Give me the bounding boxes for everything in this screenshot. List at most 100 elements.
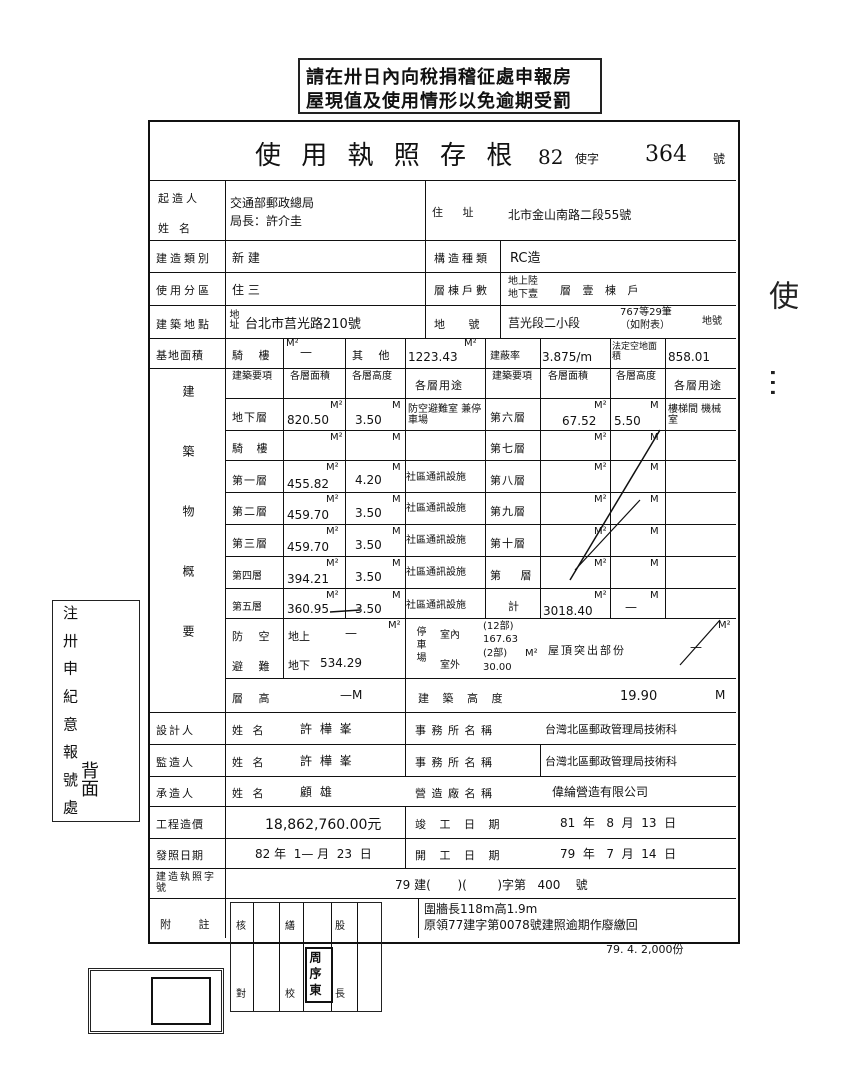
floor-name: 第八層	[490, 474, 526, 487]
site-sub-label: 地址	[227, 309, 238, 329]
builder-name-label: 姓 名	[232, 787, 267, 800]
row-line	[150, 240, 736, 241]
header-height-right: 各層高度	[616, 371, 656, 382]
other-label: 其 他	[352, 349, 396, 362]
parking-outdoor-units: (2部)	[483, 648, 508, 659]
floor-name: 第七層	[490, 442, 526, 455]
complete-label: 竣 工 日 期	[415, 818, 505, 831]
left-margin-stamp: 注 卅 申 紀 意 報 號 處 背面	[52, 600, 140, 822]
floors-label: 層棟戶數	[434, 284, 490, 297]
lot-suffix: 地號	[702, 316, 722, 327]
floor-name: 第二層	[232, 505, 268, 518]
row-line	[150, 272, 736, 273]
row-line	[150, 868, 736, 869]
unit-marker: M²	[594, 590, 607, 601]
unit-marker: M	[650, 462, 659, 473]
row-line	[225, 588, 736, 589]
owner-label: 起造人	[158, 192, 200, 205]
notes-label: 附 註	[160, 918, 222, 931]
col-line	[405, 806, 406, 868]
col-line	[418, 898, 419, 938]
floor-total-area: 3018.40	[543, 604, 593, 618]
header-item-right: 建築要項	[492, 371, 532, 382]
floor-height: 3.50	[355, 538, 382, 552]
designer-name: 許 樺 峯	[300, 722, 354, 736]
header-area-right: 各層面積	[548, 371, 588, 382]
header-use: 各層用途	[415, 379, 463, 392]
unit-marker: M	[392, 526, 401, 537]
back-label: 背面	[78, 761, 99, 797]
row-line	[225, 524, 736, 525]
parking-indoor-value: 167.63	[483, 634, 518, 645]
unit-marker: M²	[594, 400, 607, 411]
floor-name: 第五層	[232, 602, 262, 613]
approval-col-line	[253, 903, 254, 1011]
unit-marker: M	[392, 558, 401, 569]
row-line	[150, 744, 736, 745]
notes-line-2: 原領77建字第0078號建照逾期作廢繳回	[424, 918, 638, 932]
official-seal	[305, 947, 333, 1003]
unit-marker: M	[392, 590, 401, 601]
floor-area: 360.95	[287, 602, 329, 616]
unit-marker: M	[392, 462, 401, 473]
check-label: 繕	[285, 921, 295, 932]
row-line	[225, 398, 736, 399]
owner-label-2: 姓名	[158, 222, 200, 235]
designer-name-label: 姓 名	[232, 724, 267, 737]
row-line	[225, 492, 736, 493]
lot-section: 莒光段二小段	[508, 316, 581, 330]
unit-marker: M	[392, 494, 401, 505]
zone-label: 使用分區	[156, 284, 212, 297]
unit-marker: M	[650, 400, 659, 411]
address-label: 住 址	[432, 206, 482, 219]
owner-representative: 局長：許介圭	[230, 214, 303, 228]
open-space-value: 858.01	[668, 350, 710, 364]
build-type-label: 建造類別	[156, 252, 212, 265]
unit-marker: M	[392, 432, 401, 443]
unit-marker: M²	[594, 526, 607, 537]
floor-total-label: 計	[508, 600, 522, 613]
supervisor-office: 台灣北區郵政管理局技術科	[545, 755, 677, 768]
unit-marker: M²	[594, 462, 607, 473]
row-line	[150, 305, 736, 306]
floor-height: 5.50	[614, 414, 641, 428]
arcade-label: 騎 樓	[232, 349, 276, 362]
designer-office-label: 事 務 所 名 稱	[415, 724, 493, 737]
floor-name: 第一層	[232, 474, 268, 487]
form-title: 使 用 執 照 存 根	[255, 141, 519, 171]
build-type: 新 建	[232, 251, 260, 265]
left-margin-text: 注 卅 申 紀 意 報 號 處	[61, 605, 79, 819]
floor-area: 394.21	[287, 572, 329, 586]
supervisor-name-label: 姓 名	[232, 756, 267, 769]
col-line	[610, 338, 611, 618]
col-line	[405, 338, 406, 776]
lot-label: 地 號	[434, 318, 490, 331]
unit-marker: M²	[330, 400, 343, 411]
unit-marker: M	[392, 400, 401, 411]
coverage-value: 3.875/m	[542, 350, 593, 364]
right-edge-text: 使 …	[763, 280, 798, 422]
check-label: 校	[285, 989, 295, 1000]
floor-use: 樓梯間 機械室	[668, 404, 722, 426]
col-line	[540, 338, 541, 618]
start-label: 開 工 日 期	[415, 849, 505, 862]
unit-marker: M²	[594, 432, 607, 443]
check-label: 長	[335, 989, 345, 1000]
permit-ref: 79 建( )( )字第 400 號	[395, 878, 588, 892]
floor-area: 459.70	[287, 508, 329, 522]
floor-use: 社區通訊設施	[406, 567, 466, 578]
notice-line-1: 請在卅日內向稅捐稽征處申報房	[306, 67, 572, 88]
owner-address: 北市金山南路二段55號	[508, 208, 632, 222]
site-label: 建築地點	[156, 318, 212, 331]
floors-rest: 層 壹 棟 戶	[560, 284, 643, 297]
parking-unit: M²	[525, 648, 538, 659]
permit-prefix: 使字	[575, 152, 600, 166]
unit-marker: M²	[326, 590, 339, 601]
roof-unit: M²	[718, 620, 731, 631]
floor-name: 第十層	[490, 537, 526, 550]
company-label: 營 造 廠 名 稱	[415, 787, 493, 800]
row-line	[150, 806, 736, 807]
floor-height: 3.50	[355, 506, 382, 520]
check-label: 對	[236, 989, 246, 1000]
building-height-unit: M	[715, 688, 726, 702]
